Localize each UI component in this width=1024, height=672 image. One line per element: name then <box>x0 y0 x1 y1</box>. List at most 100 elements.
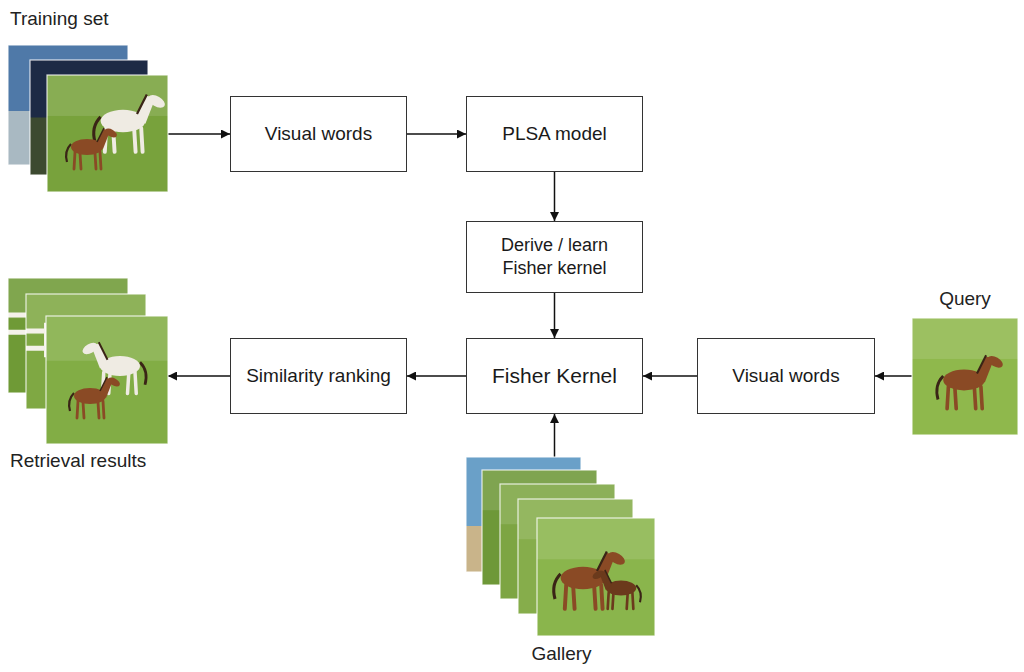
flow-arrow <box>407 133 466 135</box>
photo-stack <box>466 457 655 636</box>
horse-figure <box>94 92 167 151</box>
image-caption: Gallery <box>464 643 659 666</box>
flow-arrow <box>168 375 230 377</box>
horse-leg <box>955 388 956 409</box>
image-stack: Retrieval results <box>8 278 188 474</box>
horse-head <box>107 376 122 389</box>
process-box: Similarity ranking <box>230 338 407 414</box>
horse-tail <box>66 144 71 162</box>
horse-leg <box>134 129 135 151</box>
box-label: Similarity ranking <box>246 364 391 389</box>
horse-leg <box>573 586 574 608</box>
horse-leg <box>95 153 96 169</box>
flow-arrow <box>168 133 230 135</box>
horse-leg <box>128 374 129 394</box>
horse-figure <box>591 569 641 609</box>
box-label: Fisher Kernel <box>492 362 617 389</box>
photo-edge <box>47 75 168 192</box>
image-stack: Gallery <box>464 452 659 670</box>
photo-shade <box>537 518 655 559</box>
photo-scene <box>47 75 168 192</box>
process-box: PLSA model <box>466 96 643 172</box>
horse-figure <box>937 354 1005 409</box>
horse-mane <box>100 377 107 391</box>
image-caption: Retrieval results <box>10 450 188 473</box>
horse-head <box>104 127 119 140</box>
horse-head <box>81 341 100 357</box>
process-box: Visual words <box>230 96 407 172</box>
photo-card <box>537 518 655 636</box>
horse-leg <box>74 152 75 169</box>
image-caption: Query <box>910 288 1020 311</box>
photo-stack <box>912 318 1018 435</box>
photo-shade <box>46 316 168 361</box>
horse-leg <box>83 402 84 418</box>
photo-edge <box>46 316 168 444</box>
horse-tail <box>140 362 146 385</box>
box-label: PLSA model <box>502 122 607 147</box>
horse-leg <box>631 593 635 609</box>
process-box: Fisher Kernel <box>466 338 643 414</box>
horse-head <box>606 549 627 567</box>
box-label: Visual words <box>265 122 372 147</box>
horse-mane <box>597 551 607 571</box>
horse-leg <box>141 128 142 152</box>
horse-mane <box>99 342 108 360</box>
horse-figure <box>554 549 627 608</box>
flow-arrow <box>554 293 556 338</box>
horse-leg <box>625 594 629 609</box>
photo-ground <box>912 318 1018 435</box>
image-caption: Training set <box>10 8 170 31</box>
horse-leg <box>611 594 615 609</box>
photo-card <box>912 318 1018 435</box>
horse-tail <box>554 574 561 599</box>
horse-mane <box>605 570 612 583</box>
horse-tail <box>636 585 641 602</box>
photo-ground <box>47 75 168 192</box>
horse-head <box>146 92 167 110</box>
horse-leg <box>594 586 595 608</box>
horse-head <box>986 354 1005 371</box>
photo-card <box>46 316 168 444</box>
flow-arrow <box>554 172 556 221</box>
horse-leg <box>601 585 602 609</box>
image-stack: Query <box>910 286 1020 438</box>
horse-leg <box>103 401 104 418</box>
process-box: Visual words <box>697 338 875 414</box>
horse-tail <box>69 393 74 411</box>
horse-leg <box>974 388 975 409</box>
horse-leg <box>77 401 78 418</box>
horse-leg <box>947 387 948 409</box>
horse-mane <box>97 128 104 142</box>
horse-leg <box>98 402 99 418</box>
photo-card <box>47 75 168 192</box>
horse-figure <box>66 127 118 169</box>
photo-scene <box>46 316 168 444</box>
image-stack: Training set <box>8 8 170 194</box>
flow-arrow <box>554 414 556 457</box>
photo-shade <box>912 318 1018 359</box>
flow-arrow <box>643 375 697 377</box>
horse-leg <box>135 372 136 393</box>
horse-figure <box>81 341 146 394</box>
photo-scene <box>912 318 1018 435</box>
photo-edge <box>537 518 655 636</box>
photo-scene <box>537 518 655 636</box>
flow-arrow <box>875 375 912 377</box>
photo-stack <box>8 278 168 444</box>
box-label: Visual words <box>732 364 839 389</box>
horse-leg <box>606 593 610 609</box>
box-label: Derive / learn Fisher kernel <box>481 234 628 281</box>
photo-edge <box>912 318 1018 435</box>
horse-leg <box>981 387 982 409</box>
horse-leg <box>100 152 101 169</box>
horse-leg <box>80 153 81 169</box>
horse-mane <box>977 355 986 373</box>
flow-arrow <box>407 375 466 377</box>
horse-mane <box>137 94 147 114</box>
horse-head <box>591 569 605 581</box>
horse-tail <box>937 376 943 399</box>
process-box: Derive / learn Fisher kernel <box>466 221 643 293</box>
photo-ground <box>46 316 168 444</box>
